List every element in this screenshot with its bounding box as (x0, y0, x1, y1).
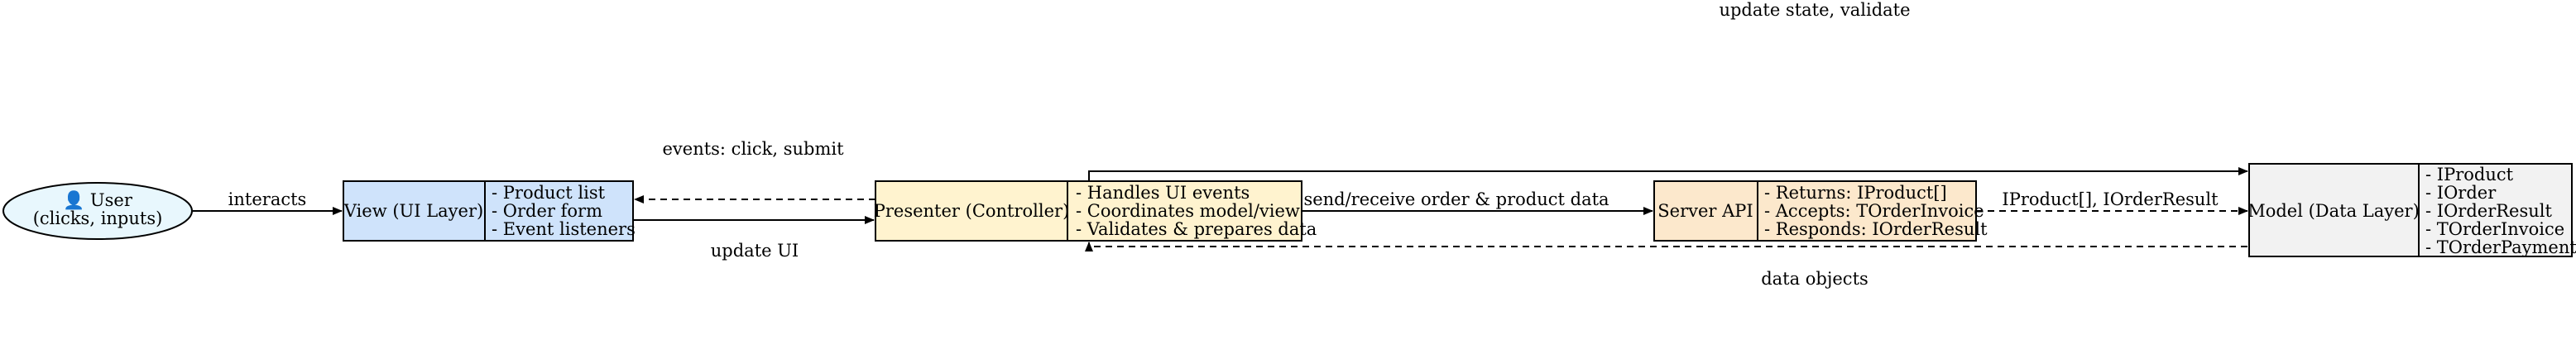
node-model: Model (Data Layer) - IProduct - IOrder -… (2247, 163, 2576, 257)
view-field: - Product list (492, 183, 606, 203)
edge-label-update-ui: update UI (711, 241, 799, 261)
edge-label-products-results: IProduct[], IOrderResult (2002, 189, 2219, 209)
user-sublabel: (clicks, inputs) (33, 208, 163, 228)
presenter-field: - Handles UI events (1076, 183, 1250, 203)
model-title: Model (Data Layer) (2247, 201, 2420, 221)
server-field: - Responds: IOrderResult (1764, 219, 1988, 239)
model-field: - IOrderResult (2425, 201, 2552, 221)
model-field: - IOrder (2425, 183, 2497, 203)
view-title: View (UI Layer) (343, 201, 483, 221)
edge-label-data-objects: data objects (1761, 269, 1868, 289)
model-field: - IProduct (2425, 165, 2514, 184)
server-field: - Returns: IProduct[] (1764, 183, 1947, 203)
edge-label-interacts: interacts (228, 189, 307, 209)
edge-label-send-receive: send/receive order & product data (1303, 189, 1609, 209)
presenter-field: - Coordinates model/view (1076, 201, 1300, 221)
view-field: - Order form (492, 201, 602, 221)
server-title: Server API (1657, 201, 1753, 221)
edge-label-events: events: click, submit (662, 139, 844, 159)
edge-update-state (1088, 167, 2248, 181)
presenter-title: Presenter (Controller) (874, 201, 1070, 221)
model-field: - TOrderInvoice (2425, 219, 2564, 239)
edge-label-update-state: update state, validate (1719, 0, 1910, 20)
view-field: - Event listeners (492, 219, 636, 239)
node-server: Server API - Returns: IProduct[] - Accep… (1653, 180, 1988, 242)
edge-data-objects (1085, 242, 2247, 251)
user-label: 👤 User (63, 189, 133, 210)
presenter-field: - Validates & prepares data (1076, 219, 1317, 239)
node-view: View (UI Layer) - Product list - Order f… (343, 180, 636, 242)
node-user: 👤 User (clicks, inputs) (2, 182, 193, 240)
server-field: - Accepts: TOrderInvoice (1764, 201, 1984, 221)
node-presenter: Presenter (Controller) - Handles UI even… (874, 180, 1317, 242)
model-field: - TOrderPayment (2425, 237, 2576, 257)
